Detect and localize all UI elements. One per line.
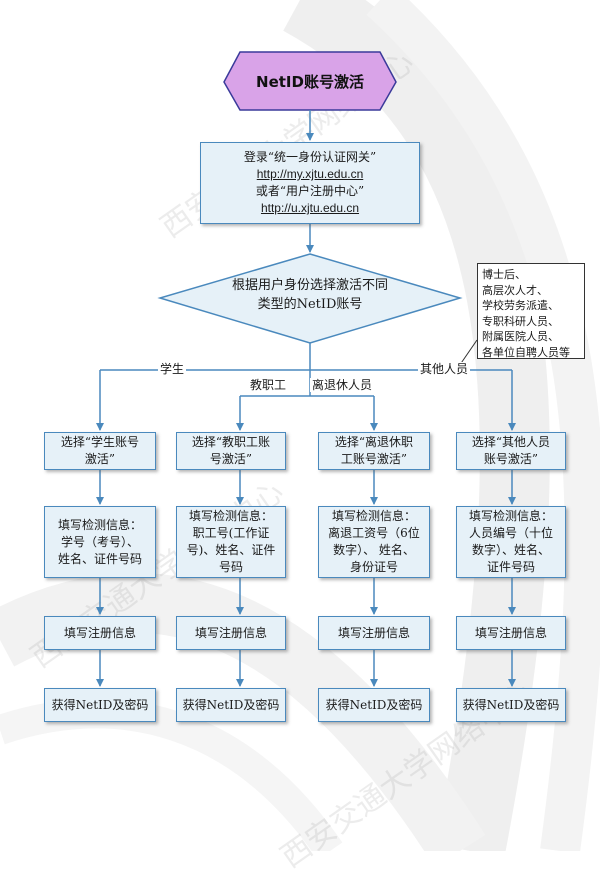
branch-label-other: 其他人员 (418, 362, 471, 376)
gateway-url-link[interactable]: http://my.xjtu.edu.cn (256, 167, 364, 181)
other-personnel-note: 博士后、 高层次人才、 学校劳务派遣、 专职科研人员、 附属医院人员、 各单位自… (477, 263, 585, 359)
fill-check-student-box: 填写检测信息： 学号（考号）、 姓名、证件号码 (44, 506, 156, 578)
fill-check-retired-box: 填写检测信息： 离退工资号（6位 数字）、 姓名、 身份证号 (318, 506, 430, 578)
select-retired-box: 选择“离退休职 工账号激活” (318, 432, 430, 470)
fill-check-staff-box: 填写检测信息： 职工号(工作证 号)、姓名、证件 号码 (176, 506, 286, 578)
result-student-box: 获得NetID及密码 (44, 688, 156, 722)
flow-connectors (96, 51, 516, 687)
register-other-box: 填写注册信息 (456, 616, 566, 650)
register-url-link[interactable]: http://u.xjtu.edu.cn (260, 201, 360, 215)
select-student-box: 选择“学生账号 激活” (44, 432, 156, 470)
fill-check-other-box: 填写检测信息： 人员编号（十位 数字）、姓名、 证件号码 (456, 506, 566, 578)
login-text-2: 或者“用户注册中心” (255, 184, 365, 198)
login-box: 登录“统一身份认证网关” http://my.xjtu.edu.cn 或者“用户… (200, 142, 420, 224)
select-other-box: 选择“其他人员 账号激活” (456, 432, 566, 470)
decision-text: 根据用户身份选择激活不同 类型的NetID账号 (231, 278, 388, 312)
result-retired-box: 获得NetID及密码 (318, 688, 430, 722)
select-staff-box: 选择“教职工账 号激活” (176, 432, 286, 470)
result-other-box: 获得NetID及密码 (456, 688, 566, 722)
result-staff-box: 获得NetID及密码 (176, 688, 286, 722)
branch-label-retired: 离退休人员 (310, 378, 375, 392)
branch-label-student: 学生 (158, 362, 187, 376)
page-title: NetID账号激活 (256, 73, 364, 91)
register-student-box: 填写注册信息 (44, 616, 156, 650)
login-text-1: 登录“统一身份认证网关” (243, 150, 377, 164)
register-retired-box: 填写注册信息 (318, 616, 430, 650)
register-staff-box: 填写注册信息 (176, 616, 286, 650)
title-shape (223, 51, 397, 111)
branch-label-staff: 教职工 (248, 378, 289, 392)
